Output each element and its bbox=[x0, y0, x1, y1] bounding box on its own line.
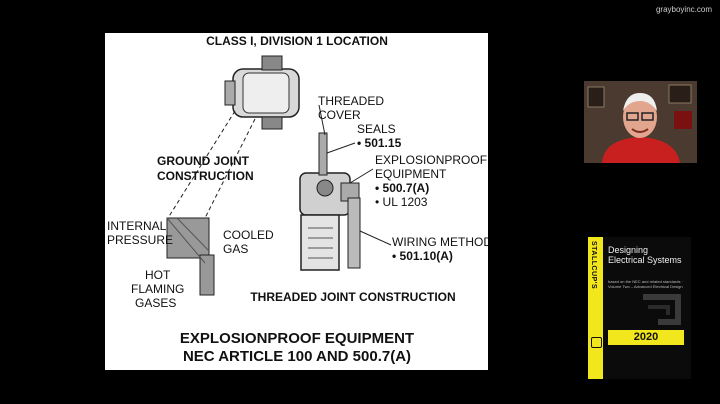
label-ul-ref: • UL 1203 bbox=[375, 195, 428, 209]
presentation-slide: CLASS I, DIVISION 1 LOCATION GROUND JOIN… bbox=[105, 33, 488, 370]
label-seals: SEALS bbox=[357, 122, 396, 136]
label-threaded: THREADED bbox=[318, 94, 384, 108]
label-ground-joint-1: GROUND JOINT bbox=[157, 154, 250, 168]
equipment-illustration bbox=[299, 132, 361, 271]
label-cooled: COOLED bbox=[223, 228, 274, 242]
book-cover: STALLCUP'S Designing Electrical Systems … bbox=[588, 237, 691, 379]
label-gas: GAS bbox=[223, 242, 248, 256]
presenter-image bbox=[584, 81, 697, 163]
label-seals-ref: • 501.15 bbox=[357, 136, 402, 150]
explosionproof-diagram: CLASS I, DIVISION 1 LOCATION GROUND JOIN… bbox=[107, 34, 488, 365]
watermark: grayboyinc.com bbox=[655, 5, 712, 14]
label-cover: COVER bbox=[318, 108, 361, 122]
slide-heading: CLASS I, DIVISION 1 LOCATION bbox=[206, 34, 388, 48]
label-gases: GASES bbox=[135, 296, 176, 310]
slide-title-line2: NEC ARTICLE 100 AND 500.7(A) bbox=[183, 348, 411, 365]
label-hot: HOT bbox=[145, 268, 171, 282]
junction-box-illustration bbox=[224, 55, 300, 130]
book-subtitle: based on the NEC and related standards ·… bbox=[608, 279, 683, 289]
label-explosionproof: EXPLOSIONPROOF bbox=[375, 153, 487, 167]
joint-cross-section bbox=[166, 217, 215, 296]
label-pressure: PRESSURE bbox=[107, 233, 173, 247]
publisher-logo-icon bbox=[591, 337, 602, 348]
label-flaming: FLAMING bbox=[131, 282, 184, 296]
webcam-presenter-video bbox=[584, 81, 697, 163]
book-spine: STALLCUP'S bbox=[588, 237, 603, 379]
book-graphic bbox=[643, 294, 681, 325]
label-equipment: EQUIPMENT bbox=[375, 167, 447, 181]
book-title: Designing Electrical Systems bbox=[608, 245, 682, 265]
book-year: 2020 bbox=[608, 330, 684, 345]
slide-title-line1: EXPLOSIONPROOF EQUIPMENT bbox=[180, 330, 414, 347]
label-wiring-method: WIRING METHOD bbox=[392, 235, 488, 249]
book-spine-label: STALLCUP'S bbox=[590, 241, 597, 290]
label-internal: INTERNAL bbox=[107, 219, 167, 233]
label-wiring-ref: • 501.10(A) bbox=[392, 249, 453, 263]
label-equipment-ref: • 500.7(A) bbox=[375, 181, 429, 195]
label-threaded-joint: THREADED JOINT CONSTRUCTION bbox=[250, 290, 455, 304]
label-ground-joint-2: CONSTRUCTION bbox=[157, 169, 254, 183]
